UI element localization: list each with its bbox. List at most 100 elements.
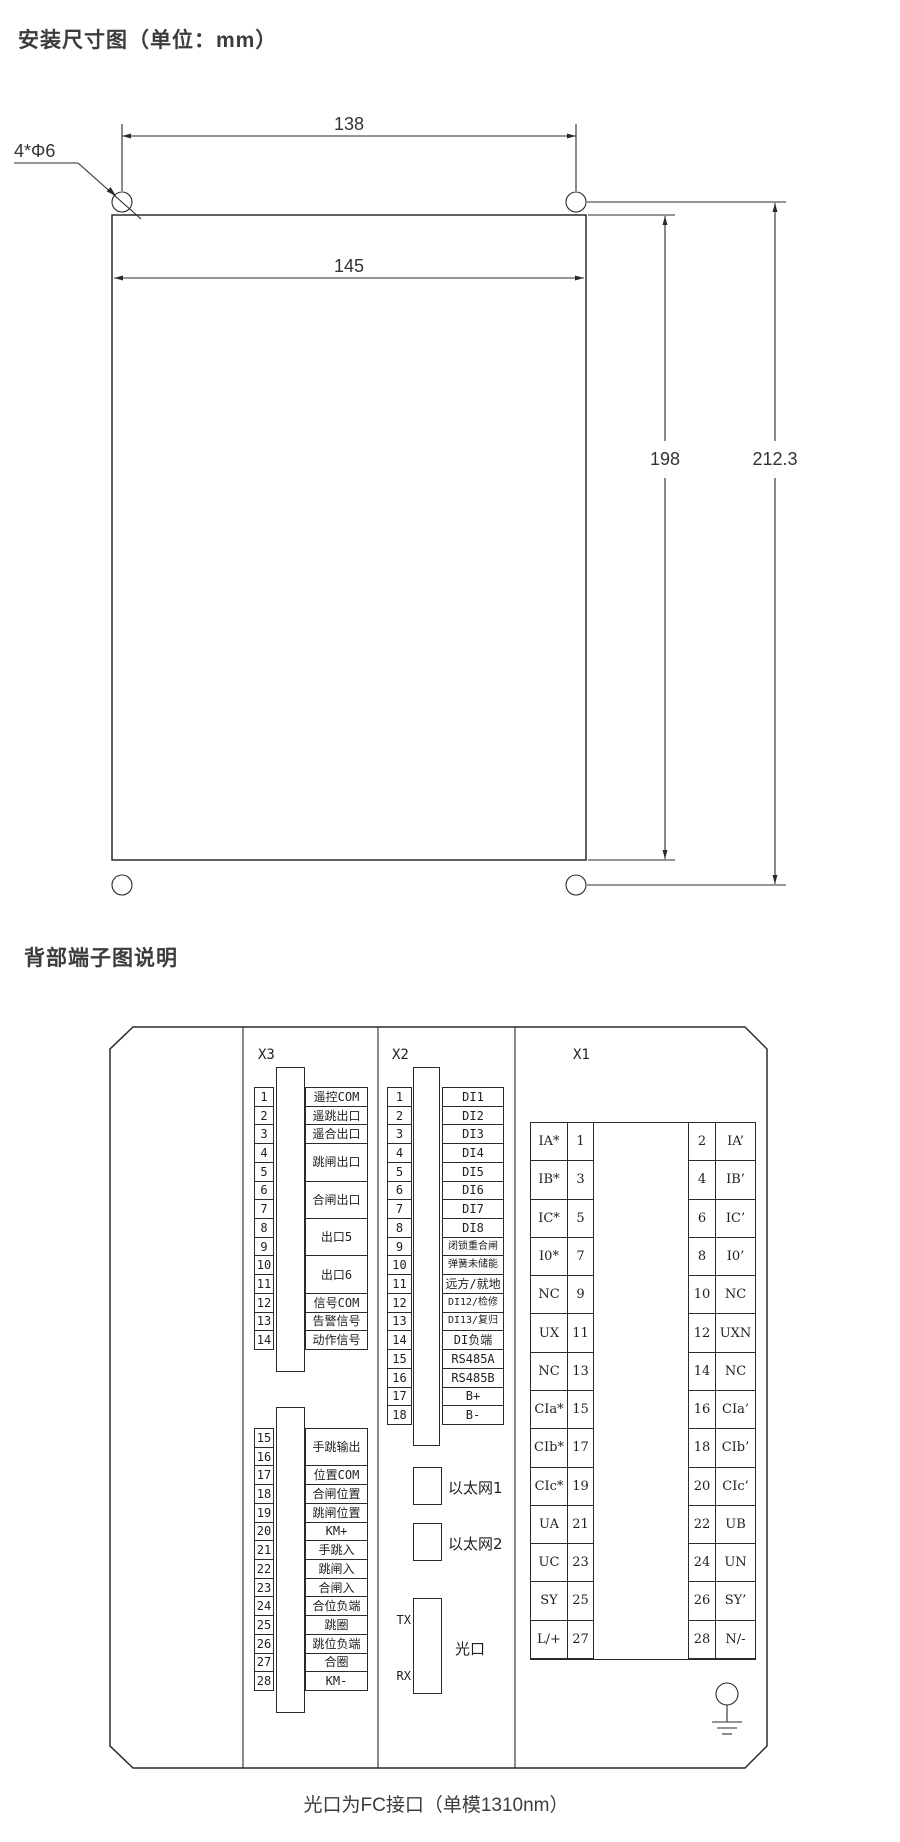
optical-port-caption: 光口为FC接口（单模1310nm） [303, 1795, 569, 1816]
optical-port-label: 光口 [455, 1640, 486, 1658]
ethernet2-label: 以太网2 [448, 1535, 503, 1553]
terminal-pin-label: 合闸入 [305, 1577, 368, 1598]
terminal-pin-number: 9 [254, 1236, 274, 1257]
terminal-pin-label: 手跳入 [305, 1540, 368, 1561]
dim-212-3-value: 212.3 [752, 449, 797, 469]
x1-left-number: 21 [567, 1504, 594, 1545]
x2-connector-body [413, 1067, 440, 1446]
mounting-hole-icon [565, 191, 587, 213]
dim-138: 138 [121, 114, 577, 191]
terminal-pin-label: DI6 [442, 1180, 504, 1201]
x1-left-label: UA [530, 1504, 568, 1545]
x3-connector-body-lower [276, 1407, 305, 1713]
ethernet2-port [413, 1523, 442, 1561]
x1-right-label: N/- [715, 1619, 756, 1659]
x1-right-label: IC’ [715, 1198, 756, 1238]
optical-rx-label: RX [396, 1669, 411, 1683]
terminal-pin-label: DI7 [442, 1199, 504, 1220]
x1-right-number: 12 [688, 1313, 716, 1353]
terminal-pin-number: 23 [254, 1577, 274, 1598]
terminal-pin-number: 24 [254, 1596, 274, 1617]
x1-right-number: 16 [688, 1389, 716, 1430]
terminal-pin-label: KM+ [305, 1521, 368, 1542]
terminal-pin-label: 合圈 [305, 1652, 368, 1673]
x3-connector-body-upper [276, 1067, 305, 1372]
terminal-pin-label: 位置COM [305, 1465, 368, 1486]
terminal-pin-label: DI5 [442, 1161, 504, 1182]
dim-198-value: 198 [650, 449, 680, 469]
terminal-pin-label: DI8 [442, 1218, 504, 1238]
terminal-pin-label: DI2 [442, 1105, 504, 1126]
terminal-pin-label: 出口6 [305, 1255, 368, 1294]
terminal-pin-number: 25 [254, 1615, 274, 1635]
terminal-pin-number: 21 [254, 1540, 274, 1561]
x1-right-number: 8 [688, 1236, 716, 1277]
x1-right-number: 26 [688, 1581, 716, 1621]
terminal-pin-label: 闭锁重合闸 [442, 1236, 504, 1257]
x1-left-label: I0* [530, 1236, 568, 1277]
x1-left-number: 15 [567, 1389, 594, 1430]
terminal-pin-label: 远方/就地 [442, 1274, 504, 1294]
x1-right-label: CIb’ [715, 1428, 756, 1468]
x1-right-number: 20 [688, 1466, 716, 1506]
terminal-pin-label: B- [442, 1405, 504, 1425]
mounting-hole-icon [111, 191, 133, 213]
terminal-pin-number: 12 [254, 1292, 274, 1313]
x1-right-label: SY’ [715, 1581, 756, 1621]
x2-block-label: X2 [392, 1047, 409, 1063]
terminal-pin-label: 动作信号 [305, 1330, 368, 1351]
installation-dimension-drawing: 138 4*Φ6 145 [14, 114, 798, 896]
terminal-pin-number: 12 [387, 1292, 412, 1313]
terminal-pin-number: 8 [387, 1218, 412, 1238]
terminal-pin-number: 13 [254, 1311, 274, 1332]
x1-right-number: 28 [688, 1619, 716, 1659]
terminal-pin-number: 2 [254, 1105, 274, 1126]
terminal-pin-number: 1 [387, 1087, 412, 1107]
terminal-pin-label: 出口5 [305, 1218, 368, 1257]
x1-right-label: CIa’ [715, 1389, 756, 1430]
x1-left-label: NC [530, 1351, 568, 1391]
terminal-pin-number: 14 [254, 1330, 274, 1351]
terminal-pin-number: 16 [254, 1446, 274, 1467]
x1-left-label: IB* [530, 1160, 568, 1200]
x1-left-label: CIc* [530, 1466, 568, 1506]
x1-right-number: 14 [688, 1351, 716, 1391]
x1-left-number: 13 [567, 1351, 594, 1391]
x1-right-number: 6 [688, 1198, 716, 1238]
terminal-pin-label: 信号COM [305, 1292, 368, 1313]
terminal-pin-label: DI12/检修 [442, 1292, 504, 1313]
x1-left-number: 5 [567, 1198, 594, 1238]
terminal-pin-label: B+ [442, 1386, 504, 1407]
x1-right-label: NC [715, 1351, 756, 1391]
terminal-pin-number: 18 [254, 1484, 274, 1504]
terminal-pin-label: 跳闸位置 [305, 1502, 368, 1523]
terminal-pin-number: 7 [254, 1199, 274, 1220]
x1-left-number: 7 [567, 1236, 594, 1277]
x1-right-label: IA’ [715, 1122, 756, 1162]
optical-tx-label: TX [396, 1613, 411, 1627]
terminal-pin-number: 9 [387, 1236, 412, 1257]
terminal-diagram-title: 背部端子图说明 [24, 947, 178, 970]
terminal-pin-number: 6 [254, 1180, 274, 1201]
x1-left-number: 17 [567, 1428, 594, 1468]
terminal-pin-label: RS485B [442, 1367, 504, 1388]
terminal-pin-label: 跳闸出口 [305, 1143, 368, 1182]
terminal-pin-number: 26 [254, 1633, 274, 1654]
x1-left-number: 23 [567, 1543, 594, 1583]
dim-212-3: 212.3 [587, 201, 798, 886]
terminal-pin-number: 8 [254, 1218, 274, 1238]
ground-icon [712, 1682, 742, 1735]
x1-left-label: CIa* [530, 1389, 568, 1430]
terminal-pin-number: 4 [254, 1143, 274, 1163]
x3-block-label: X3 [258, 1047, 275, 1063]
terminal-pin-number: 7 [387, 1199, 412, 1220]
terminal-pin-label: 跳闸入 [305, 1559, 368, 1579]
terminal-pin-number: 6 [387, 1180, 412, 1201]
terminal-pin-label: 合位负端 [305, 1596, 368, 1617]
x1-left-number: 27 [567, 1619, 594, 1659]
x1-left-label: NC [530, 1275, 568, 1315]
x1-left-number: 1 [567, 1122, 594, 1162]
terminal-pin-number: 3 [254, 1124, 274, 1145]
terminal-pin-number: 17 [254, 1465, 274, 1486]
